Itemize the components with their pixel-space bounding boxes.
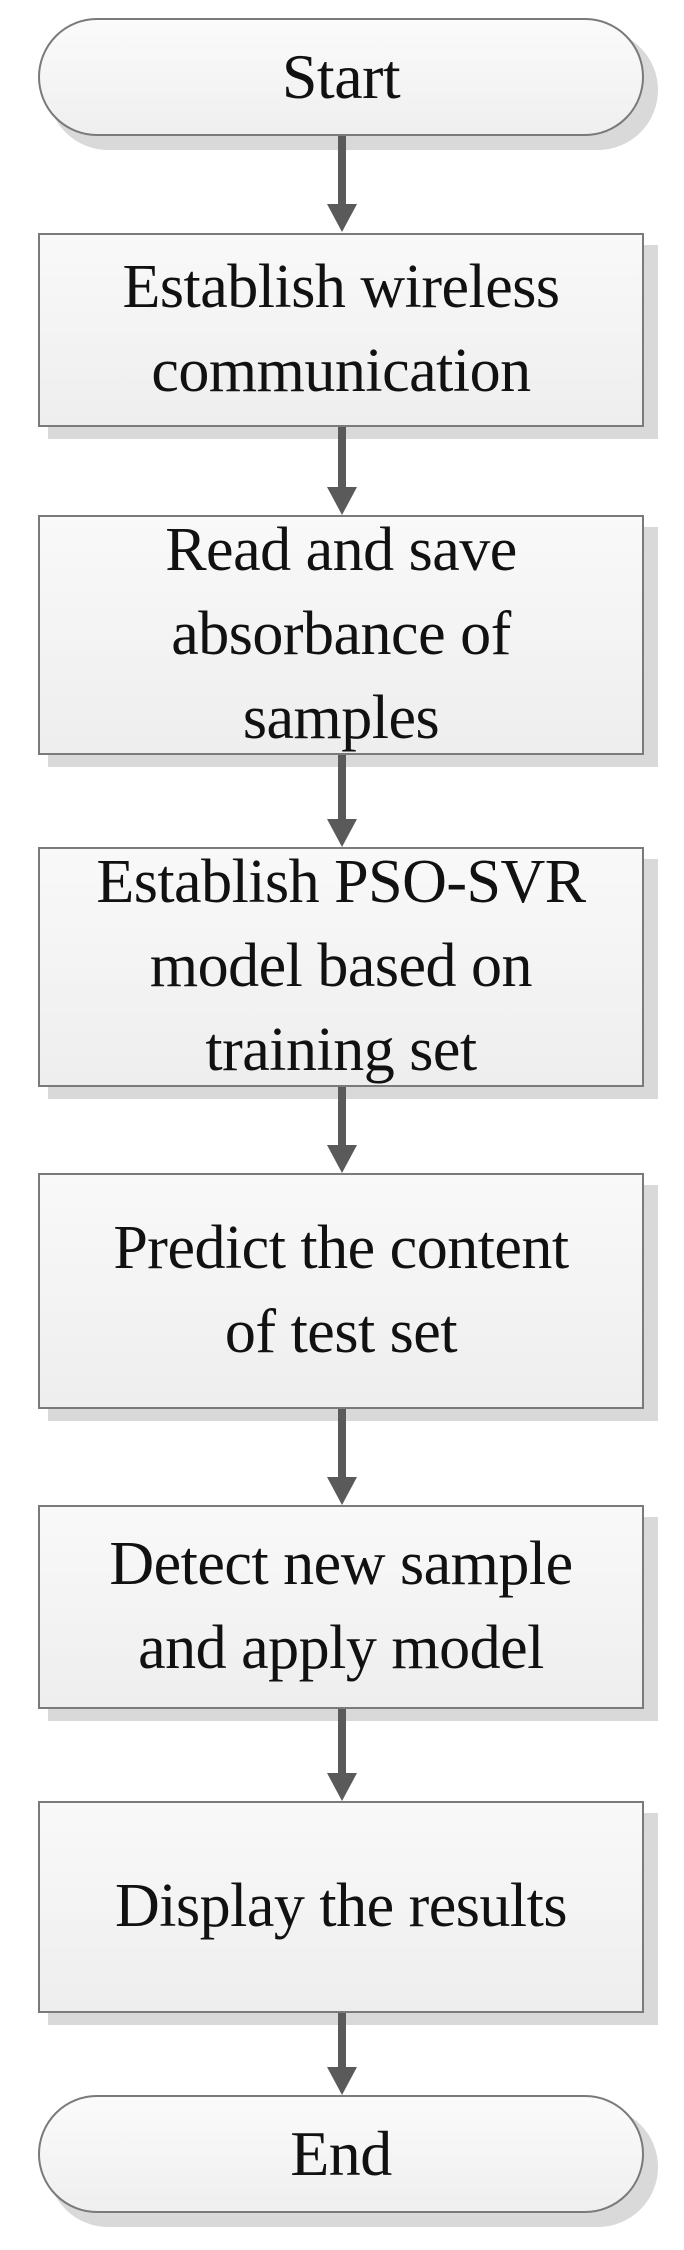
arrow-step4-to-step5 [327,1409,357,1505]
step1-line1: Establish wireless [122,253,561,322]
step2-line3: samples [242,683,440,752]
step6-line1: Display the results [115,1872,568,1941]
start-node: Start [38,18,644,136]
step3-line3: training set [205,1015,477,1084]
end-node: End [38,2095,644,2213]
step5-line2: and apply model [138,1614,544,1682]
end-label: End [290,2117,392,2189]
step1-line2: communication [151,337,531,405]
arrow-step6-to-end [327,2013,357,2095]
step5-line1: Detect new sample [109,1530,573,1599]
arrow-start-to-step1 [327,136,357,232]
step3-line1: Establish PSO-SVR [96,848,586,917]
step4-predict-content: Predict the content of test set [38,1173,644,1409]
arrow-step2-to-step3 [327,755,357,847]
step1-establish-wireless: Establish wireless communication [38,233,644,427]
step4-line1: Predict the content [113,1214,569,1283]
step6-display-results: Display the results [38,1801,644,2013]
arrow-step3-to-step4 [327,1087,357,1173]
step4-line2: of test set [224,1298,458,1366]
step5-detect-new-sample: Detect new sample and apply model [38,1505,644,1709]
step2-line2: absorbance of [171,600,511,669]
arrow-step1-to-step2 [327,427,357,515]
step3-line2: model based on [149,932,533,1001]
step2-read-absorbance: Read and save absorbance of samples [38,515,644,755]
start-label: Start [281,40,401,112]
step2-line1: Read and save [165,516,517,585]
arrow-step5-to-step6 [327,1709,357,1801]
step3-pso-svr-model: Establish PSO-SVR model based on trainin… [38,847,644,1087]
